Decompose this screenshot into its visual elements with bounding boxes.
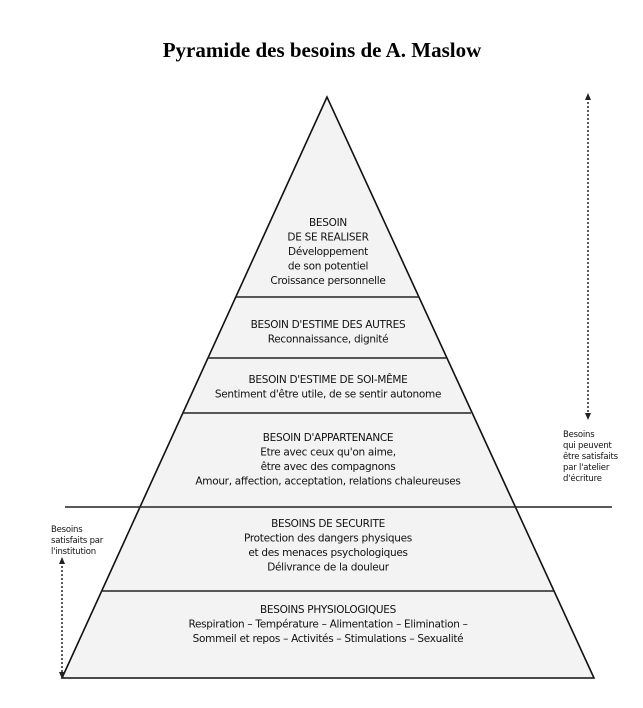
level-text: Respiration – Température – Alimentation… bbox=[188, 619, 467, 631]
level-text: Développement bbox=[288, 246, 368, 258]
right-arrow-down-head bbox=[585, 413, 591, 420]
annotation-text: satisfaits par bbox=[51, 536, 104, 546]
right-arrow-up-head bbox=[585, 93, 591, 100]
tier-dividers bbox=[65, 296, 612, 592]
annotation-text: Besoins bbox=[563, 430, 595, 440]
annotation-text: Besoins bbox=[51, 525, 83, 535]
diagram-title: Pyramide des besoins de A. Maslow bbox=[163, 38, 482, 62]
level-text: DE SE REALISER bbox=[287, 232, 368, 244]
level-text: Reconnaissance, dignité bbox=[268, 334, 389, 346]
level-text: Croissance personnelle bbox=[270, 275, 385, 287]
annotation-text: par l'atelier bbox=[563, 463, 610, 473]
level-heading: BESOIN D'ESTIME DES AUTRES bbox=[251, 319, 406, 331]
level-text: Amour, affection, acceptation, relations… bbox=[195, 476, 460, 488]
pyramid-outline bbox=[60, 95, 596, 679]
level-heading: BESOIN D'APPARTENANCE bbox=[263, 432, 394, 444]
left-arrow-up-head bbox=[59, 557, 65, 564]
level-text: Etre avec ceux qu'on aime, bbox=[260, 447, 396, 459]
level-heading: BESOINS DE SECURITE bbox=[271, 518, 385, 530]
level-text: Sommeil et repos – Activités – Stimulati… bbox=[193, 633, 464, 645]
level-heading: BESOINS PHYSIOLOGIQUES bbox=[260, 604, 397, 616]
level-text: Protection des dangers physiques bbox=[244, 533, 412, 545]
level-text: Délivrance de la douleur bbox=[267, 562, 390, 574]
level-heading: BESOIN bbox=[309, 217, 347, 229]
annotation-text: être satisfaits bbox=[563, 451, 619, 462]
pyramid-levels: BESOIN DE SE REALISER Développement de son … bbox=[188, 217, 467, 645]
level-heading: BESOIN D'ESTIME DE SOI-MÊME bbox=[248, 373, 407, 386]
level-text: de son potentiel bbox=[288, 261, 368, 273]
annotation-text: qui peuvent bbox=[563, 441, 613, 451]
level-text: Sentiment d'être utile, de se sentir aut… bbox=[215, 389, 441, 401]
left-arrow-down-head bbox=[59, 672, 65, 679]
annotation-text: l'institution bbox=[51, 547, 96, 557]
level-text: et des menaces psychologiques bbox=[248, 547, 407, 559]
level-text: être avec des compagnons bbox=[261, 461, 396, 473]
annotation-text: d'écriture bbox=[563, 473, 602, 484]
